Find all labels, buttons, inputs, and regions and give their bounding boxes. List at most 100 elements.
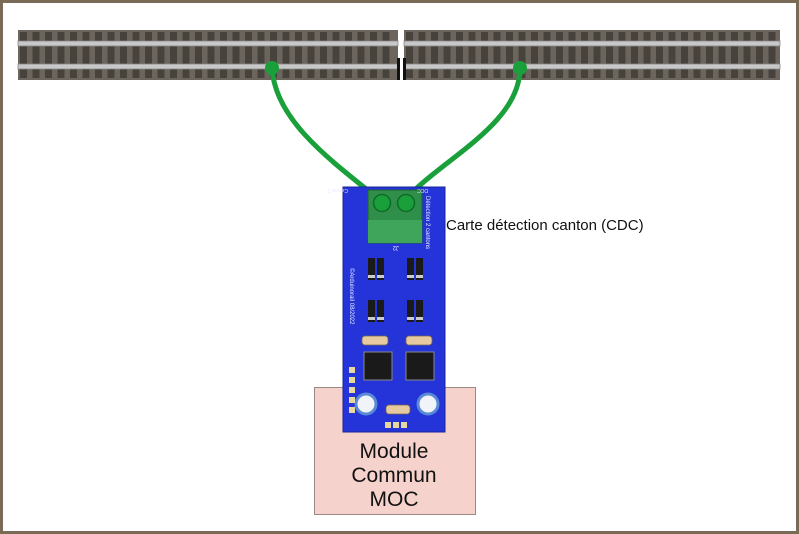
pcb-board: Canton 2 DCC J2 Détection 2 cantons ©Ard…	[327, 186, 446, 433]
solder-pad	[393, 422, 399, 428]
sleeper	[232, 32, 240, 78]
sleeper	[656, 32, 663, 78]
diode	[407, 300, 414, 322]
pcb-title: Détection 2 cantons	[424, 196, 430, 249]
sleeper	[207, 32, 215, 78]
diode	[368, 300, 375, 322]
optocoupler-left	[363, 351, 393, 381]
sleeper	[643, 32, 651, 78]
sleeper	[170, 32, 177, 78]
capacitor-right	[416, 392, 440, 416]
sleeper	[20, 32, 27, 78]
optocoupler-right	[405, 351, 435, 381]
diode	[368, 258, 375, 280]
wire-junction-left	[265, 61, 279, 75]
sleeper	[357, 32, 365, 78]
sleeper	[518, 32, 526, 78]
track-left	[17, 30, 399, 80]
sleeper	[282, 32, 290, 78]
solder-pad	[349, 407, 355, 413]
module-label-line1: Module	[359, 440, 429, 463]
track-right	[403, 30, 781, 80]
sleeper	[132, 32, 140, 78]
diode	[416, 258, 423, 280]
diode	[407, 258, 414, 280]
sleeper	[593, 32, 601, 78]
solder-pad	[349, 367, 355, 373]
solder-pad	[385, 422, 391, 428]
sleeper	[406, 32, 413, 78]
sleeper	[481, 32, 488, 78]
sleeper	[320, 32, 327, 78]
isolation-gap	[397, 58, 406, 80]
sleeper	[531, 32, 538, 78]
pcb-author: ©Arduinorail 08/2022	[348, 268, 355, 325]
sleepers-left	[20, 32, 390, 78]
sleeper	[443, 32, 451, 78]
sleeper	[718, 32, 726, 78]
diode	[377, 258, 384, 280]
wire-left	[269, 65, 383, 203]
sleeper	[431, 32, 438, 78]
solder-pad	[349, 377, 355, 383]
sleeper	[82, 32, 90, 78]
sleeper	[270, 32, 277, 78]
wire-junction-right	[513, 61, 527, 75]
sleeper	[731, 32, 738, 78]
sleeper	[370, 32, 377, 78]
sleeper	[493, 32, 501, 78]
module-label-line2: Commun	[351, 464, 437, 487]
diode-band	[368, 317, 375, 320]
sleeper	[456, 32, 463, 78]
sleeper	[182, 32, 190, 78]
sleeper	[45, 32, 52, 78]
sleeper	[706, 32, 713, 78]
resistor-left	[361, 335, 389, 346]
sleeper	[345, 32, 352, 78]
sleeper	[95, 32, 102, 78]
sleeper	[743, 32, 751, 78]
sleeper	[468, 32, 476, 78]
solder-pad	[349, 387, 355, 393]
sleeper	[768, 32, 776, 78]
sleeper	[568, 32, 576, 78]
sleeper	[257, 32, 265, 78]
sleeper	[693, 32, 701, 78]
sleeper	[145, 32, 152, 78]
module-commun-box	[314, 387, 476, 515]
sleeper	[307, 32, 315, 78]
diode-band	[377, 317, 384, 320]
solder-pad	[349, 397, 355, 403]
sleeper	[418, 32, 426, 78]
pcb-top-text-right: DCC	[417, 187, 428, 193]
sleeper	[120, 32, 127, 78]
diode-band	[377, 275, 384, 278]
resistor-bottom	[385, 404, 411, 415]
sleeper	[756, 32, 763, 78]
diode-band	[407, 275, 414, 278]
diode-band	[368, 275, 375, 278]
diode	[416, 300, 423, 322]
module-label-line3: MOC	[369, 488, 419, 511]
resistor-right	[405, 335, 433, 346]
pads	[349, 367, 407, 428]
card-label: Carte détection canton (CDC)	[446, 217, 644, 234]
diode-band	[416, 317, 423, 320]
sleeper	[245, 32, 252, 78]
wire-right	[402, 65, 523, 203]
sleeper	[581, 32, 588, 78]
sleeper	[668, 32, 676, 78]
diode	[377, 300, 384, 322]
solder-pad	[401, 422, 407, 428]
terminal-screw-right	[396, 193, 416, 213]
sleeper	[382, 32, 390, 78]
sleeper	[631, 32, 638, 78]
diode-band	[407, 317, 414, 320]
sleeper	[157, 32, 165, 78]
sleeper	[618, 32, 626, 78]
sleeper	[506, 32, 513, 78]
sleeper	[107, 32, 115, 78]
sleeper	[332, 32, 340, 78]
sleeper	[195, 32, 202, 78]
